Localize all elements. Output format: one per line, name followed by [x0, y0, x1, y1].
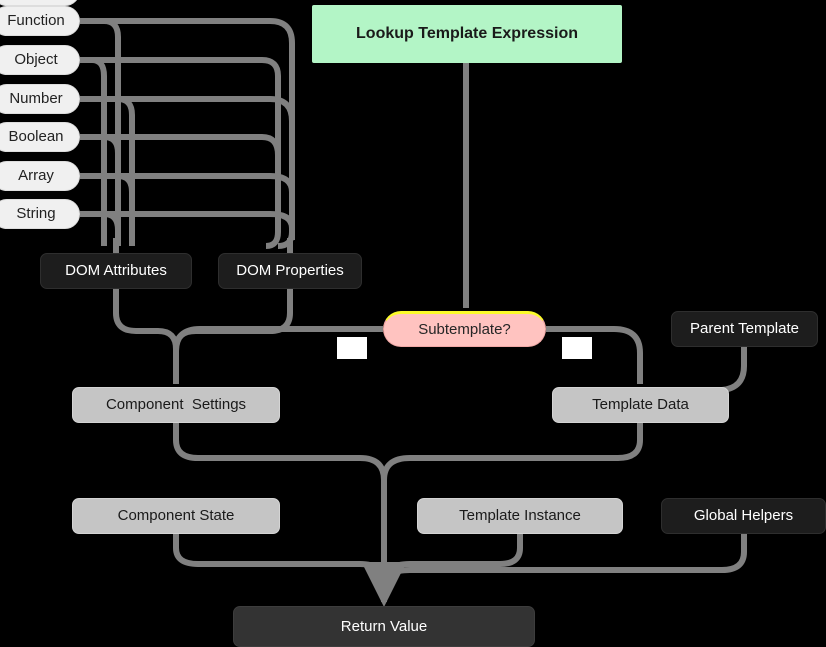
type-pill-array[interactable]: Array	[0, 161, 80, 191]
node-parent-template-label: Parent Template	[690, 320, 799, 338]
node-lookup-template-expression-label: Lookup Template Expression	[356, 24, 578, 42]
type-pill-boolean-label: Boolean	[8, 128, 64, 146]
node-dom-attributes[interactable]: DOM Attributes	[40, 253, 192, 289]
type-pill-object-label: Object	[14, 51, 58, 69]
node-return-value[interactable]: Return Value	[233, 606, 535, 647]
node-subtemplate-decision[interactable]: Subtemplate?	[383, 311, 546, 347]
edge-label-subtemplate-right	[562, 337, 592, 359]
edge-label-subtemplate-left	[337, 337, 367, 359]
type-pill-boolean[interactable]: Boolean	[0, 122, 80, 152]
type-pill-object[interactable]: Object	[0, 45, 80, 75]
type-pill-string-label: String	[16, 205, 56, 223]
node-dom-attributes-label: DOM Attributes	[65, 262, 167, 280]
node-template-data-label: Template Data	[592, 396, 689, 414]
node-lookup-template-expression[interactable]: Lookup Template Expression	[312, 5, 622, 63]
type-pill-function-label: Function	[7, 12, 65, 30]
node-template-data[interactable]: Template Data	[552, 387, 729, 423]
type-pill-string[interactable]: String	[0, 199, 80, 229]
node-global-helpers-label: Global Helpers	[693, 507, 794, 525]
node-subtemplate-decision-label: Subtemplate?	[418, 321, 511, 339]
node-component-settings[interactable]: Component Settings	[72, 387, 280, 423]
node-template-instance[interactable]: Template Instance	[417, 498, 623, 534]
node-parent-template[interactable]: Parent Template	[671, 311, 818, 347]
node-component-settings-label: Component Settings	[105, 396, 247, 414]
node-component-state[interactable]: Component State	[72, 498, 280, 534]
type-pill-number[interactable]: Number	[0, 84, 80, 114]
node-dom-properties-label: DOM Properties	[236, 262, 344, 280]
type-pill-function[interactable]: Function	[0, 6, 80, 36]
node-return-value-label: Return Value	[340, 617, 428, 635]
node-dom-properties[interactable]: DOM Properties	[218, 253, 362, 289]
node-component-state-label: Component State	[117, 507, 235, 525]
type-pill-array-label: Array	[18, 167, 54, 185]
type-pill-number-label: Number	[9, 90, 63, 108]
node-template-instance-label: Template Instance	[459, 507, 581, 525]
node-global-helpers[interactable]: Global Helpers	[661, 498, 826, 534]
